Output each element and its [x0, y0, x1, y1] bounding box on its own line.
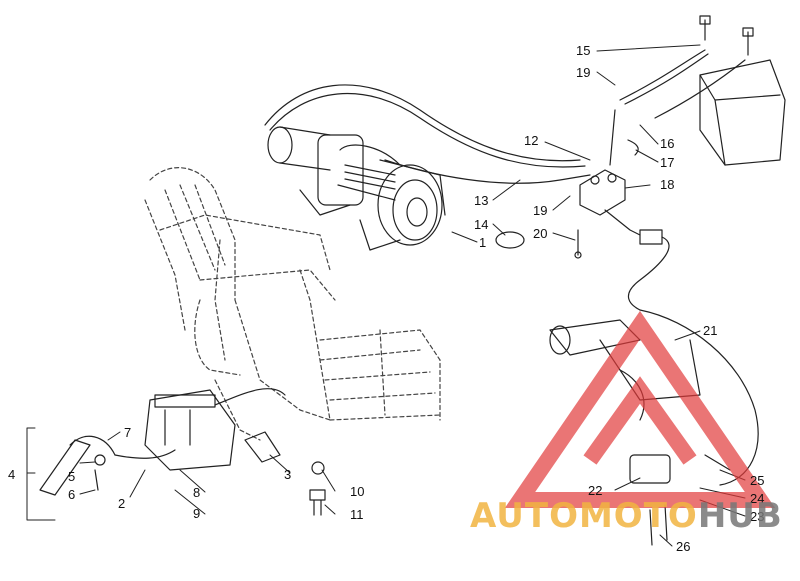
- callout-12: 12: [524, 133, 539, 148]
- callout-18: 18: [660, 177, 675, 192]
- callout-6: 6: [68, 487, 76, 502]
- lever-assembly: [39, 435, 176, 496]
- callout-19-top: 19: [576, 65, 591, 80]
- winch-assembly: [267, 126, 446, 251]
- callout-1: 1: [479, 235, 487, 250]
- winch-cables: [264, 49, 746, 184]
- callout-16: 16: [660, 136, 675, 151]
- callout-14: 14: [474, 217, 489, 232]
- mount-plate: [144, 388, 286, 471]
- watermark-logo: [504, 310, 776, 508]
- callout-13: 13: [474, 193, 489, 208]
- callout-7: 7: [124, 425, 132, 440]
- watermark-text-part2: HUB: [697, 496, 783, 536]
- callout-5: 5: [68, 469, 76, 484]
- callout-26: 26: [676, 539, 691, 554]
- callout-21: 21: [703, 323, 718, 338]
- callout-24: 24: [750, 491, 765, 506]
- callout-22: 22: [588, 483, 603, 498]
- callout-10: 10: [350, 484, 365, 499]
- bolts: [649, 454, 731, 546]
- callout-9: 9: [193, 506, 201, 521]
- callout-3: 3: [284, 467, 292, 482]
- callout-4: 4: [8, 467, 16, 482]
- leader-lines: [26, 44, 746, 547]
- washer: [311, 461, 325, 475]
- bolt: [309, 489, 326, 516]
- callout-19-lower: 19: [533, 203, 548, 218]
- callout-2: 2: [118, 496, 126, 511]
- contactor: [574, 169, 670, 311]
- battery: [699, 15, 786, 166]
- callout-20: 20: [533, 226, 548, 241]
- callout-23: 23: [750, 509, 765, 524]
- watermark-text-part1: AUTOMOTO: [470, 496, 698, 536]
- callout-11: 11: [350, 507, 364, 522]
- watermark-text: AUTOMOTOHUB: [470, 496, 783, 536]
- callout-15: 15: [576, 43, 591, 58]
- callout-25: 25: [750, 473, 765, 488]
- clamp: [495, 231, 525, 249]
- callout-8: 8: [193, 485, 201, 500]
- bumper-guard: [144, 167, 441, 441]
- decal: [244, 431, 281, 463]
- handlebar-switch: [549, 309, 759, 486]
- callout-17: 17: [660, 155, 675, 170]
